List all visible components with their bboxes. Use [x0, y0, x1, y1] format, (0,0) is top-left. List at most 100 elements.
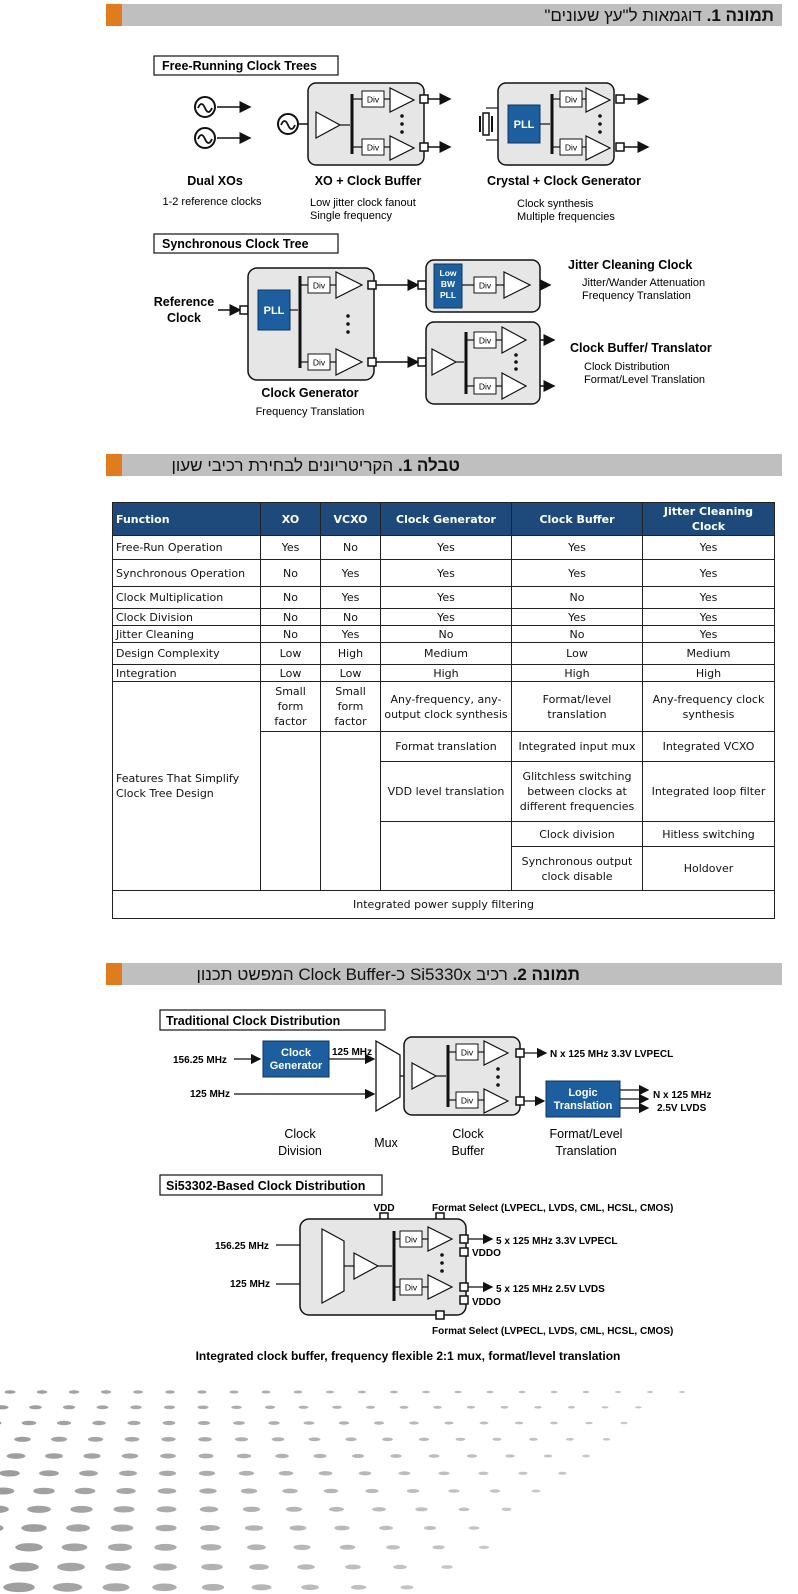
decorative-dot [163, 1405, 176, 1410]
clock-buffer-translator-block: Div Div [417, 321, 556, 405]
dual-xos-desc: 1-2 reference clocks [162, 196, 262, 208]
div-label: Div [367, 95, 380, 105]
decorative-dot [74, 1487, 96, 1495]
decorative-dot [233, 1421, 245, 1425]
table-header-cell: Function [112, 502, 261, 536]
decorative-dot [399, 1405, 409, 1409]
decorative-dot [500, 1405, 509, 1409]
header-accent [106, 454, 122, 476]
decorative-dot [345, 1437, 357, 1442]
div-label: Div [405, 1283, 418, 1293]
decorative-dot [200, 1544, 222, 1551]
decorative-dot [303, 1421, 315, 1425]
decorative-dot [27, 1505, 51, 1513]
decorative-dot [57, 1562, 85, 1572]
decorative-dot [201, 1583, 225, 1591]
table-cell: No [511, 586, 643, 609]
decorative-dot [398, 1471, 411, 1476]
table-cell: Glitchless switching between clocks at d… [511, 761, 643, 822]
si-input-freq-1: 156.25 MHz [215, 1241, 269, 1252]
decorative-dot [238, 1470, 255, 1476]
decorative-dot [0, 1421, 2, 1425]
decorative-dot-pattern [0, 1390, 685, 1593]
table-cell: Low [511, 642, 643, 665]
decorative-dot [468, 1526, 480, 1530]
div-label: Div [313, 281, 326, 291]
table-cell: Design Complexity [112, 642, 261, 665]
decorative-dot [282, 1488, 298, 1494]
decorative-dot [418, 1437, 430, 1441]
decorative-dot [45, 1453, 63, 1459]
table-cell [380, 821, 512, 891]
input-freq-2: 125 MHz [190, 1089, 230, 1100]
decorative-dot [298, 1405, 309, 1409]
xo-buffer-block: Div Div [277, 82, 452, 166]
decorative-dot [478, 1471, 489, 1475]
decorative-dot [393, 1564, 407, 1570]
clock-division-label-1: Clock [284, 1127, 316, 1141]
decorative-dot [244, 1525, 264, 1531]
decorative-dot [558, 1471, 567, 1475]
clock-buffer-label-2: Buffer [451, 1144, 484, 1158]
decorative-dot [154, 1543, 177, 1551]
reference-clock-label-1: Reference [154, 295, 214, 309]
table-cell: Yes [380, 586, 512, 609]
decorative-dot [422, 1390, 430, 1394]
decorative-dot [531, 1489, 541, 1493]
crystal-gen-desc1: Clock synthesis [517, 198, 594, 210]
table-cell: No [511, 625, 643, 643]
decorative-dot [52, 1582, 83, 1592]
decorative-dot [33, 1487, 55, 1495]
decorative-dot [275, 1453, 289, 1459]
decorative-dot [297, 1564, 315, 1570]
decorative-dot [409, 1421, 419, 1425]
decorative-dot [0, 1505, 9, 1513]
figure2-header: תמונה 2. רכיב Si5330x כ-Clock Buffer המפ… [106, 963, 782, 985]
table-cell: Free-Run Operation [112, 535, 261, 560]
traditional-title: Traditional Clock Distribution [166, 1014, 340, 1028]
decorative-dot [585, 1421, 593, 1425]
decorative-dot [100, 1390, 112, 1394]
table-cell: Yes [320, 625, 381, 643]
decorative-dot [0, 1487, 15, 1495]
table-cell: Low [260, 642, 321, 665]
decorative-dot [116, 1488, 136, 1494]
decorative-dot [21, 1524, 47, 1532]
criteria-table: Function XO VCXO Clock Generator Clock B… [112, 502, 775, 919]
decorative-dot [466, 1405, 476, 1409]
table-cell: No [380, 625, 512, 643]
decorative-dot [285, 1506, 303, 1512]
table-row: Synchronous output clock disable Holdove… [113, 846, 775, 891]
table-cell: Yes [380, 608, 512, 626]
decorative-dot [92, 1420, 106, 1426]
decorative-dot [455, 1437, 466, 1441]
decorative-dot [9, 1562, 39, 1572]
decorative-dot [332, 1405, 342, 1409]
table-cell: Yes [642, 559, 775, 587]
div-label: Div [479, 382, 492, 392]
decorative-dot [329, 1506, 344, 1512]
buffer-desc1: Clock Distribution [584, 361, 670, 373]
logic-translation-label-2: Translation [554, 1100, 613, 1112]
pll-label: PLL [514, 119, 535, 131]
reference-clock-label-2: Clock [167, 311, 201, 325]
decorative-dot [130, 1405, 142, 1410]
table-cell: Yes [511, 608, 643, 626]
decorative-dot [107, 1543, 133, 1551]
decorative-dot [293, 1544, 311, 1550]
clock-generator-label: Clock Generator [261, 386, 358, 400]
decorative-dot [428, 1454, 440, 1458]
decorative-dot [534, 1406, 542, 1409]
table-row: Integrated power supply filtering [112, 890, 775, 919]
decorative-dot [582, 1390, 590, 1394]
decorative-dot [334, 1525, 350, 1531]
si-output-lvpecl: 5 x 125 MHz 3.3V LVPECL [496, 1236, 618, 1247]
clock-buffer-label-1: Clock [452, 1127, 484, 1141]
table-cell: High [642, 664, 775, 682]
figure2-caption: תמונה 2. רכיב Si5330x כ-Clock Buffer המפ… [196, 965, 580, 984]
jitter-desc2: Frequency Translation [582, 290, 691, 302]
table-cell: Any-frequency clock synthesis [642, 681, 775, 732]
